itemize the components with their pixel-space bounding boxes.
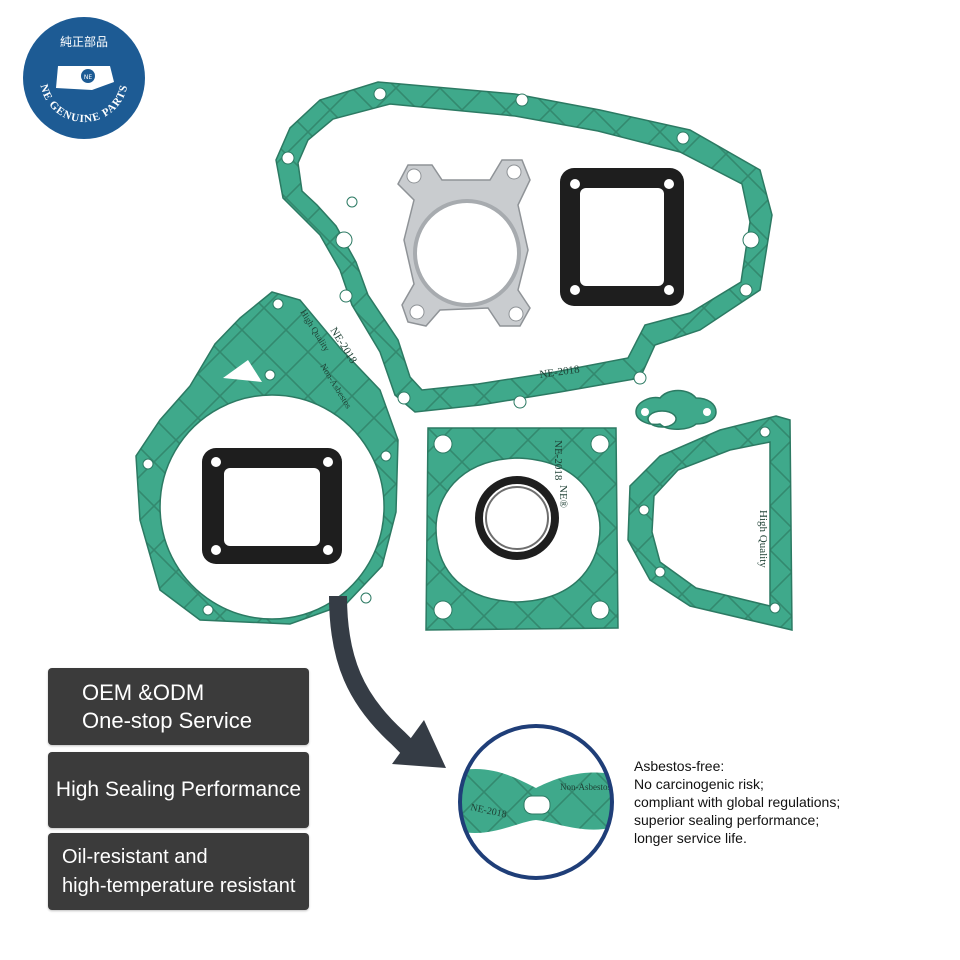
zoom-detail-circle: NE-2018 Non-Asbestos	[458, 724, 614, 880]
feature-line: Oil-resistant and	[62, 845, 208, 868]
gasket-marking: NE®	[557, 485, 569, 508]
ne-genuine-parts-logo: 純正部品 NE NE GENUINE PARTS	[23, 17, 145, 139]
reed-valve-gasket-top	[560, 168, 684, 306]
crankcase-cover-gasket	[275, 81, 773, 413]
gasket-marking: Non-Asbestos	[560, 782, 611, 792]
cylinder-base-gasket	[425, 427, 619, 631]
gasket-marking: High Quality	[757, 510, 769, 568]
oil-seal-ring	[475, 476, 559, 560]
feature-box-oem-odm: OEM &ODM One-stop Service	[48, 668, 309, 745]
description-line: compliant with global regulations;	[634, 794, 841, 810]
description-line: Asbestos-free:	[634, 758, 725, 774]
gasket-marking: NE-2018	[539, 363, 581, 381]
feature-line: high-temperature resistant	[62, 874, 296, 897]
gasket-marking: NE-2018	[552, 440, 564, 481]
feature-box-high-sealing: High Sealing Performance	[48, 752, 309, 828]
feature-line: High Sealing Performance	[55, 778, 302, 801]
clutch-cover-gasket	[627, 415, 793, 631]
description-line: superior sealing performance;	[634, 812, 820, 828]
feature-line: One-stop Service	[82, 707, 252, 733]
feature-line: OEM &ODM	[82, 679, 205, 705]
callout-arrow	[329, 595, 446, 768]
exhaust-flange-gasket	[635, 389, 717, 430]
asbestos-free-description: Asbestos-free: No carcinogenic risk; com…	[634, 757, 934, 847]
feature-box-oil-resistant: Oil-resistant and high-temperature resis…	[48, 833, 309, 910]
cylinder-head-gasket	[397, 159, 531, 327]
reed-valve-gasket-left	[202, 448, 342, 564]
svg-text:NE: NE	[84, 74, 92, 81]
logo-top-text: 純正部品	[60, 34, 108, 49]
logo-emblem: NE	[56, 66, 114, 90]
description-line: No carcinogenic risk;	[634, 776, 764, 792]
left-crankcase-gasket	[135, 291, 399, 625]
description-line: longer service life.	[634, 830, 747, 846]
